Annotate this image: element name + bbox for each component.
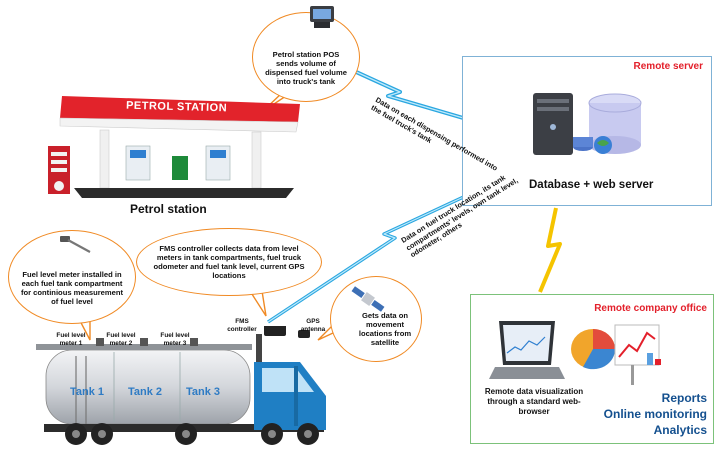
fuel-meter-bubble: Fuel level meter installed in each fuel …: [8, 230, 136, 324]
laptop-icon: [489, 321, 565, 379]
petrol-station-caption: Petrol station: [130, 202, 207, 216]
pos-bubble-text: Petrol station POS sends volume of dispe…: [265, 50, 347, 86]
fms-bubble-text: FMS controller collects data from level …: [153, 244, 305, 280]
server-to-office-link: [538, 207, 562, 293]
fuel-level-meter-icon: [60, 236, 91, 253]
fuel-level-meter-2-label: Fuel level meter 2: [106, 332, 136, 347]
fuel-level-meter-1-label: Fuel level meter 1: [56, 332, 86, 347]
tank-2-label: Tank 2: [128, 386, 163, 398]
satellite-bubble: Gets data on movement locations from sat…: [330, 276, 422, 362]
office-caption-reports: Reports: [661, 391, 707, 405]
office-caption-analytics: Analytics: [653, 423, 707, 437]
remote-server-caption: Database + web server: [529, 179, 654, 191]
pos-to-server-link-glow: [329, 59, 471, 121]
remote-server-box: Remote server Database + web server: [462, 56, 712, 206]
gps-antenna-label: GPS antenna: [300, 318, 326, 333]
analytics-chart-icon: [571, 324, 661, 385]
fuel-truck-illustration: [36, 326, 326, 445]
server-computer-icon: [533, 93, 642, 155]
satellite-bubble-text: Gets data on movement locations from sat…: [358, 311, 412, 347]
satellite-icon: [351, 286, 385, 312]
remote-office-box: Remote company office Remote data visual…: [470, 294, 714, 444]
petrol-station-illustration: [48, 96, 300, 198]
fms-controller-label: FMS controller: [227, 318, 257, 333]
tank-3-label: Tank 3: [186, 386, 221, 398]
fms-bubble: FMS controller collects data from level …: [136, 228, 322, 296]
browser-visualization-text: Remote data visualization through a stan…: [484, 387, 584, 416]
fuel-meter-bubble-text: Fuel level meter installed in each fuel …: [20, 270, 124, 306]
office-caption-monitoring: Online monitoring: [603, 407, 707, 421]
remote-server-title: Remote server: [633, 61, 703, 72]
fuel-level-meter-3-label: Fuel level meter 3: [160, 332, 190, 347]
pos-bubble: Petrol station POS sends volume of dispe…: [252, 12, 360, 102]
pos-terminal-icon: [310, 6, 334, 28]
tank-1-label: Tank 1: [70, 386, 105, 398]
remote-office-title: Remote company office: [594, 303, 707, 314]
truck-to-server-link-glow: [267, 179, 501, 323]
